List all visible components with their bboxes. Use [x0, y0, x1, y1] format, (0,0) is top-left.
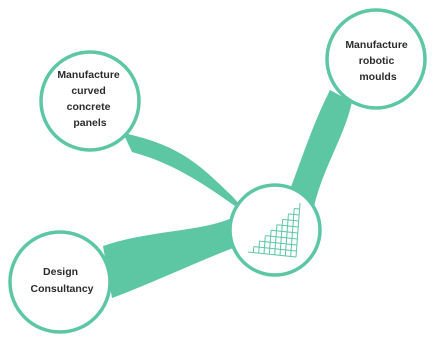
wireframe-line: [290, 208, 295, 257]
hub: [228, 183, 322, 277]
wireframe-line: [247, 251, 297, 258]
node-curved-panels: Manufacture curved concrete panels: [39, 50, 141, 152]
node-robotic-moulds-line: Manufacture: [345, 39, 408, 51]
node-design-consultancy: Design Consultancy: [8, 230, 112, 334]
hub-circle: [228, 183, 322, 277]
wireframe-line: [274, 224, 278, 255]
node-robotic-moulds-line: moulds: [359, 71, 396, 83]
wireframe-line: [259, 240, 297, 246]
wireframe-line: [282, 218, 299, 222]
node-design-consultancy-line: Design: [43, 266, 78, 278]
node-curved-panels-circle: [39, 50, 141, 152]
node-curved-panels-line: curved: [71, 85, 105, 97]
node-design-consultancy-circle: [8, 230, 112, 334]
wireframe-line: [263, 235, 266, 254]
wireframe-line: [284, 213, 289, 256]
wireframe-line: [294, 207, 300, 210]
node-curved-panels-line: concrete: [67, 101, 111, 113]
node-curved-panels-label: Manufacture curved concrete panels: [57, 69, 122, 129]
connector-robotic-moulds: [287, 90, 352, 207]
wireframe-line: [295, 202, 301, 258]
node-robotic-moulds-circle: [325, 8, 427, 110]
node-design-consultancy-label: Design Consultancy: [30, 266, 93, 295]
node-design-consultancy-line: Consultancy: [30, 283, 93, 295]
connector-curved-panels: [123, 133, 252, 218]
node-curved-panels-line: panels: [73, 117, 106, 129]
wireframe-logo-icon: [247, 202, 301, 258]
node-robotic-moulds-line: robotic: [359, 55, 395, 67]
connector-design-consultancy: [103, 218, 244, 298]
node-robotic-moulds: Manufacture robotic moulds: [325, 8, 427, 110]
node-curved-panels-line: Manufacture: [57, 69, 120, 81]
node-robotic-moulds-label: Manufacture robotic moulds: [345, 39, 410, 83]
wireframe-line: [253, 246, 297, 252]
wireframe-line: [271, 229, 298, 234]
